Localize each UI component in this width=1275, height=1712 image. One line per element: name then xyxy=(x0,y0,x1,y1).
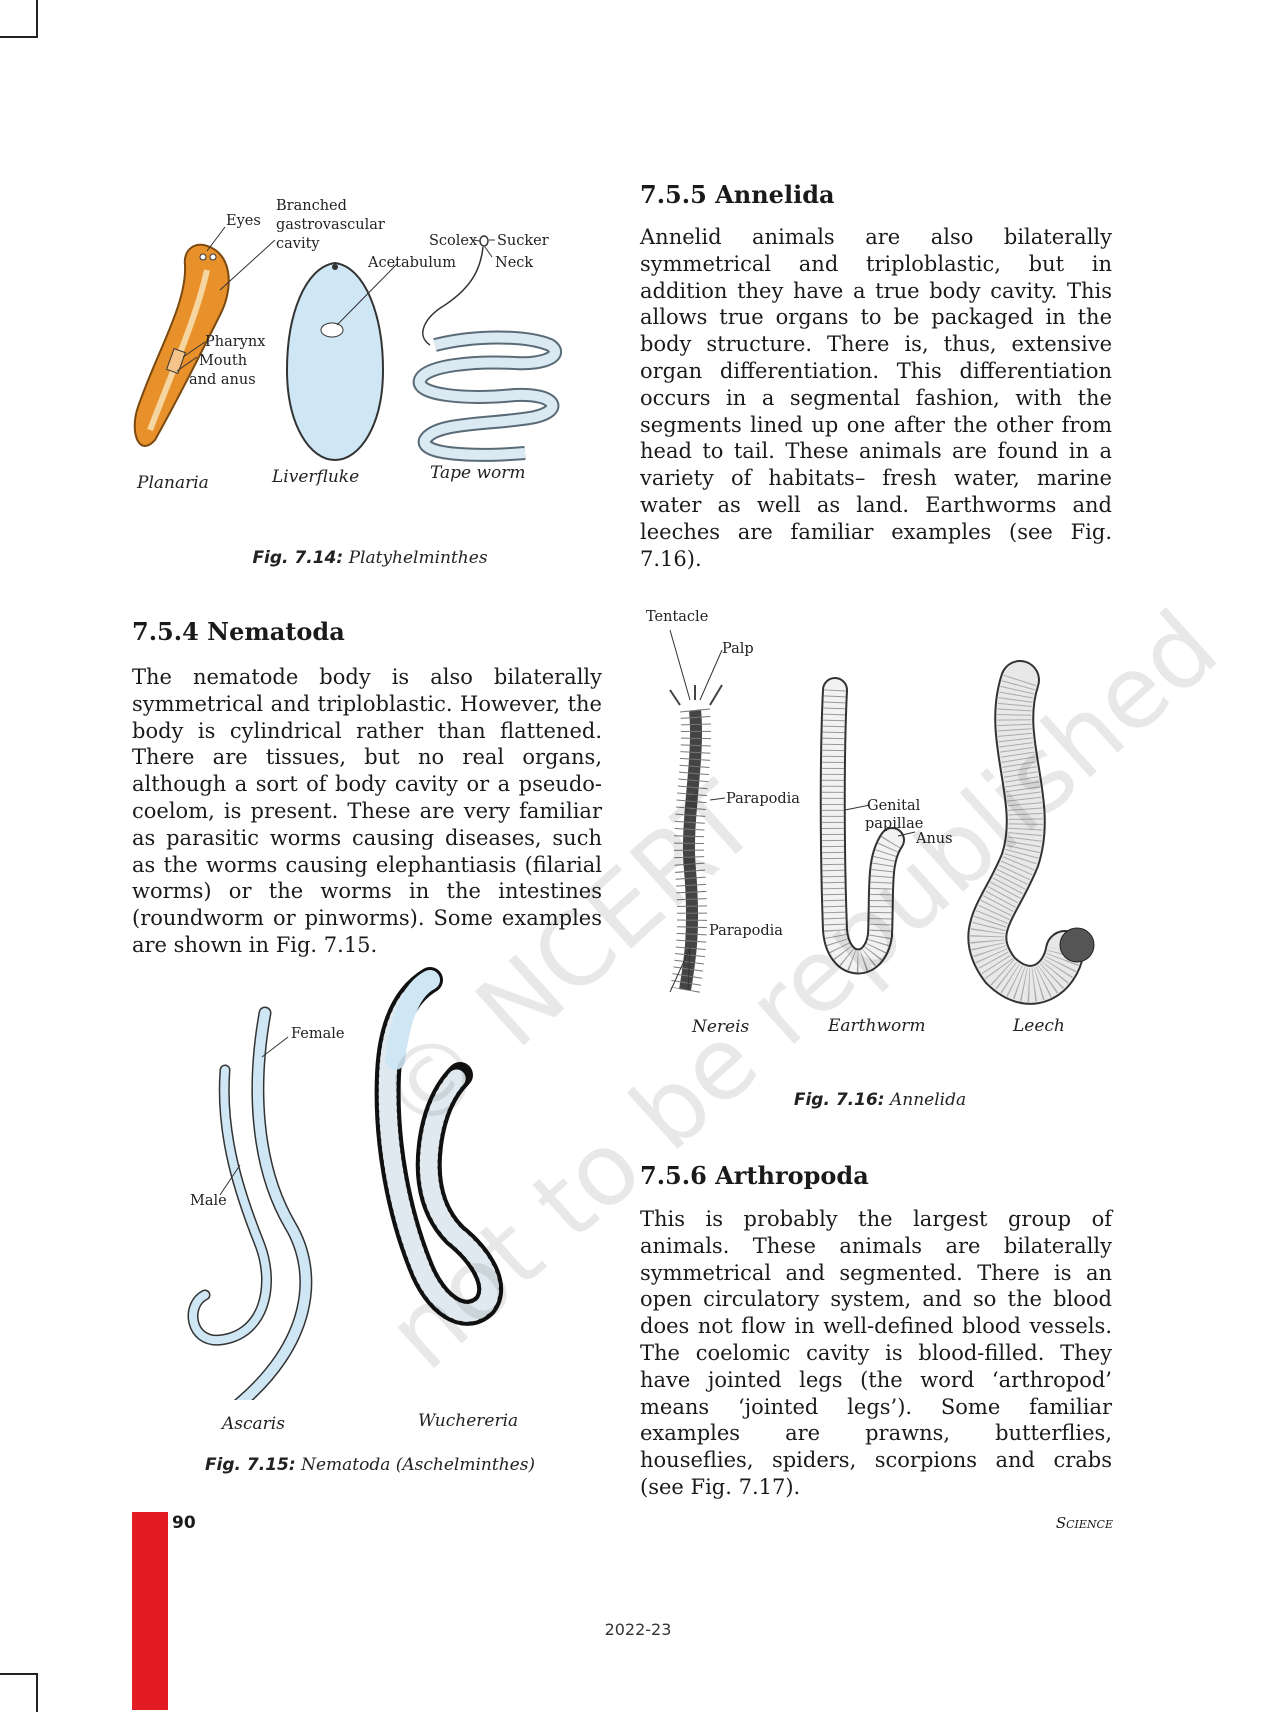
nereis-illustration xyxy=(669,684,723,993)
label-male: Male xyxy=(190,1193,227,1209)
label-tentacle: Tentacle xyxy=(646,609,708,625)
label-eyes: Eyes xyxy=(226,213,261,229)
margin-accent-bar xyxy=(132,1512,168,1710)
caption-label: Fig. 7.14: xyxy=(252,548,344,568)
book-title: Science xyxy=(1055,1514,1113,1532)
figure-nematoda-names: Ascaris Wuchereria xyxy=(220,1411,518,1434)
figure-nematoda: Female Male Ascaris xyxy=(187,967,504,1400)
label-genital-1: Genital xyxy=(867,798,921,814)
label-mouth-2: and anus xyxy=(189,372,256,388)
label-genital-2: papillae xyxy=(865,816,923,832)
earthworm-illustration xyxy=(819,677,905,975)
organism-name-earthworm: Earthworm xyxy=(827,1016,925,1036)
label-scolex: Scolex xyxy=(429,233,477,249)
section-paragraph-arthropoda: This is probably the largest group of an… xyxy=(640,1207,1112,1499)
edition-year: 2022-23 xyxy=(604,1620,672,1639)
organism-name-ascaris: Ascaris xyxy=(220,1414,285,1434)
wuchereria-illustration xyxy=(374,967,504,1326)
leech-illustration xyxy=(967,660,1095,1005)
label-sucker: Sucker xyxy=(497,233,549,249)
page-number: 90 xyxy=(172,1513,196,1533)
label-female: Female xyxy=(291,1026,344,1042)
crop-mark-bottom xyxy=(0,1673,38,1712)
label-palp: Palp xyxy=(722,641,754,657)
label-parapodia-top: Parapodia xyxy=(726,791,800,807)
ascaris-illustration xyxy=(187,1006,313,1400)
figure-caption-7-16: Fig. 7.16: Annelida xyxy=(730,1090,1030,1110)
figure-caption-7-15: Fig. 7.15: Nematoda (Aschelminthes) xyxy=(185,1455,555,1475)
figure-platyhelminthes: Eyes Branched gastrovascular cavity Phar… xyxy=(133,198,563,493)
label-acetabulum: Acetabulum xyxy=(367,255,456,271)
tapeworm-illustration xyxy=(412,235,563,462)
figure-caption-7-14: Fig. 7.14: Platyhelminthes xyxy=(190,548,550,568)
organism-name-planaria: Planaria xyxy=(136,473,209,493)
label-pharynx: Pharynx xyxy=(205,334,265,350)
section-heading-annelida: 7.5.5 Annelida xyxy=(640,180,835,209)
liverfluke-illustration xyxy=(285,261,385,462)
organism-name-leech: Leech xyxy=(1012,1016,1065,1036)
label-parapodia-bottom: Parapodia xyxy=(709,923,783,939)
section-heading-nematoda: 7.5.4 Nematoda xyxy=(132,617,345,646)
section-paragraph-nematoda: The nematode body is also bilaterally sy… xyxy=(132,665,602,957)
caption-label: Fig. 7.15: xyxy=(204,1455,296,1475)
caption-text: Annelida xyxy=(890,1090,967,1110)
label-branched-1: Branched xyxy=(276,198,347,214)
label-mouth-1: Mouth xyxy=(199,353,247,369)
section-heading-arthropoda: 7.5.6 Arthropoda xyxy=(640,1161,869,1190)
label-anus: Anus xyxy=(915,831,953,847)
organism-name-tapeworm: Tape worm xyxy=(430,463,526,483)
organism-name-liverfluke: Liverfluke xyxy=(271,467,359,487)
caption-text: Platyhelminthes xyxy=(348,548,488,568)
planaria-illustration xyxy=(133,243,230,447)
label-branched-2: gastrovascular xyxy=(276,217,385,233)
caption-text: Nematoda (Aschelminthes) xyxy=(301,1455,536,1475)
figure-annelida: Tentacle Palp Parapodia Parapodia Genita… xyxy=(646,609,1095,1037)
crop-mark-top xyxy=(0,0,38,38)
organism-name-nereis: Nereis xyxy=(691,1017,750,1037)
caption-label: Fig. 7.16: xyxy=(793,1090,885,1110)
label-neck: Neck xyxy=(495,255,533,271)
section-paragraph-annelida: Annelid animals are also bilaterally sym… xyxy=(640,225,1112,571)
label-branched-3: cavity xyxy=(276,236,320,252)
organism-name-wuchereria: Wuchereria xyxy=(418,1411,518,1431)
